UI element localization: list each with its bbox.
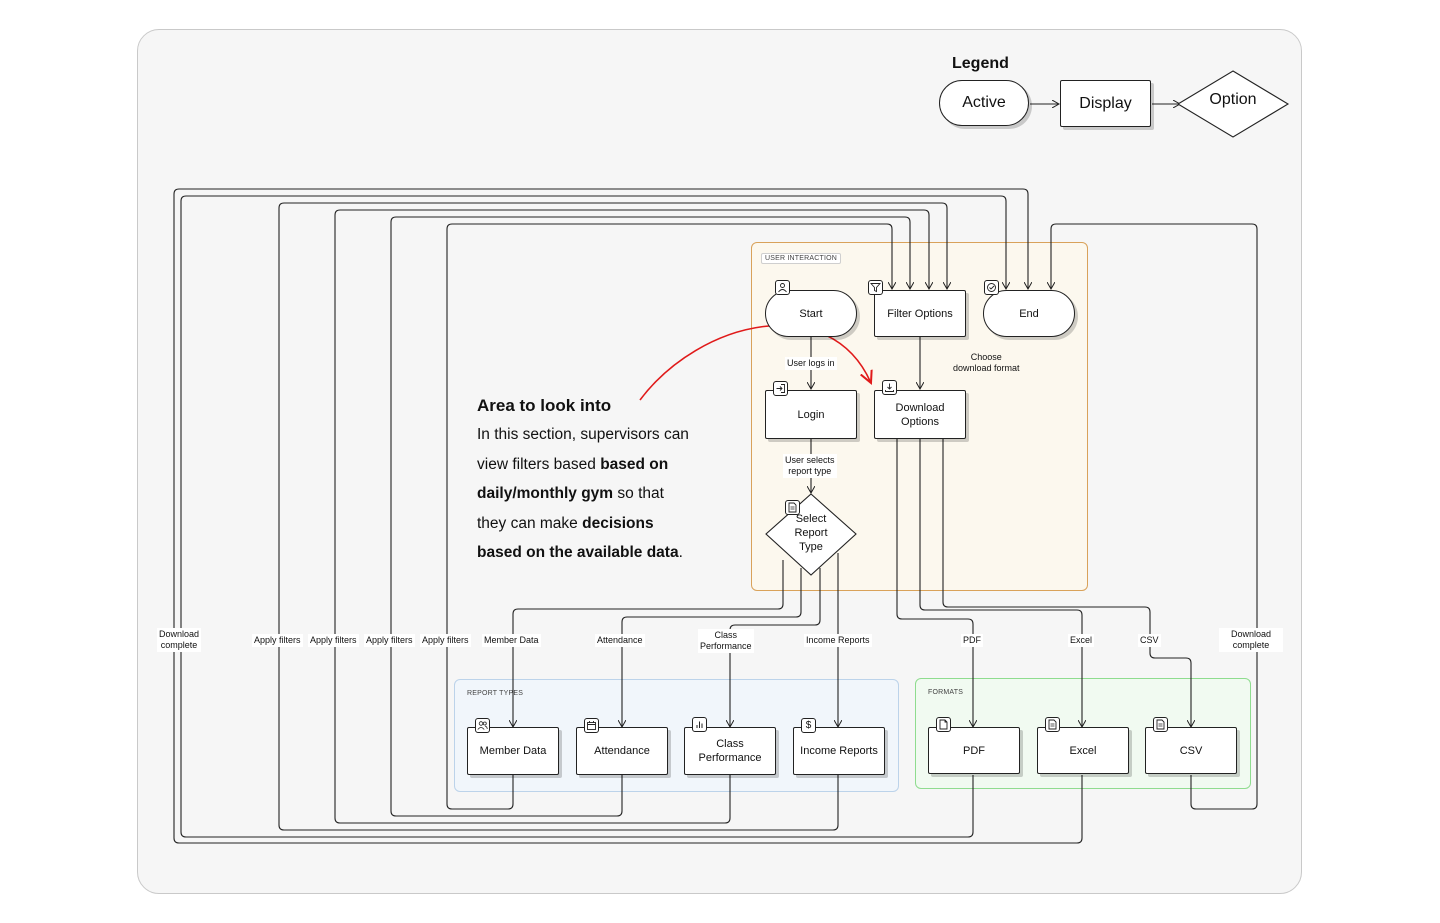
user-icon	[775, 280, 790, 295]
edge-label-download-complete-right: Download complete	[1219, 628, 1284, 652]
legend-active-node: Active	[939, 80, 1029, 126]
edge-label-user-logs-in: User logs in	[785, 357, 837, 370]
edge-class-performance	[730, 568, 821, 727]
document-icon	[1045, 717, 1060, 732]
edge-label-apply-filters-3: Apply filters	[364, 634, 415, 647]
edge-label-attendance: Attendance	[595, 634, 645, 647]
annotation-body: In this section, supervisors can view fi…	[477, 426, 689, 561]
node-login[interactable]: Login	[765, 390, 857, 439]
edge-pdf	[896, 439, 973, 727]
node-attendance[interactable]: Attendance	[576, 727, 668, 775]
legend-option-shape	[1176, 70, 1290, 138]
edge-download-complete-pdf	[180, 195, 1006, 838]
edge-attendance	[622, 568, 802, 727]
annotation-arrow	[639, 324, 871, 401]
legend-title: Legend	[952, 55, 1009, 72]
legend-option-label: Option	[1209, 91, 1257, 108]
node-end[interactable]: End	[983, 290, 1075, 337]
edge-label-user-selects-report-type: User selects report type	[783, 454, 837, 478]
edge-apply-filters-class	[334, 209, 929, 824]
edge-label-download-complete-left: Download complete	[157, 628, 202, 652]
edge-apply-filters-member	[446, 223, 892, 810]
annotation-note: Area to look into In this section, super…	[477, 396, 747, 568]
edge-label-income-reports: Income Reports	[804, 634, 872, 647]
node-member-data[interactable]: Member Data	[467, 727, 559, 775]
edge-download-complete-csv	[1051, 223, 1258, 810]
edge-apply-filters-attendance	[390, 216, 910, 817]
check-circle-icon	[984, 280, 999, 295]
edge-label-class-performance: Class Performance	[698, 629, 754, 653]
filter-icon	[868, 280, 883, 295]
group-title-formats: FORMATS	[928, 689, 964, 696]
group-title-user-interaction: USER INTERACTION	[761, 253, 842, 264]
edge-label-member-data: Member Data	[482, 634, 541, 647]
edge-label-choose-download-format: Choose download format	[953, 352, 1020, 373]
node-start[interactable]: Start	[765, 290, 857, 337]
edge-csv	[942, 439, 1191, 727]
download-icon	[882, 380, 897, 395]
edge-label-apply-filters-2: Apply filters	[308, 634, 359, 647]
users-icon	[475, 718, 490, 733]
node-pdf[interactable]: PDF	[928, 727, 1020, 774]
node-class-performance[interactable]: Class Performance	[684, 727, 776, 775]
edge-excel	[919, 439, 1082, 727]
node-income-reports[interactable]: Income Reports	[793, 727, 885, 775]
edge-label-apply-filters-4: Apply filters	[420, 634, 471, 647]
node-excel[interactable]: Excel	[1037, 727, 1129, 774]
node-select-report-type[interactable]: Select Report Type	[794, 513, 828, 553]
node-csv[interactable]: CSV	[1145, 727, 1237, 774]
document-icon	[1153, 717, 1168, 732]
document-icon	[785, 500, 800, 515]
edge-label-excel: Excel	[1068, 634, 1095, 647]
edge-label-apply-filters-1: Apply filters	[252, 634, 303, 647]
annotation-title: Area to look into	[477, 396, 612, 415]
edge-download-complete-excel	[173, 188, 1083, 844]
edge-apply-filters-income	[278, 202, 947, 831]
node-download-options[interactable]: Download Options	[874, 390, 966, 439]
edge-member-data	[513, 560, 784, 727]
dollar-icon: $	[801, 718, 816, 733]
file-icon	[936, 717, 951, 732]
legend-display-node: Display	[1060, 80, 1151, 127]
calendar-icon	[584, 718, 599, 733]
bar-chart-icon	[692, 717, 707, 732]
edge-label-csv: CSV	[1138, 634, 1161, 647]
node-filter-options[interactable]: Filter Options	[874, 290, 966, 337]
login-icon	[773, 381, 788, 396]
edge-label-pdf: PDF	[961, 634, 983, 647]
group-title-report-types: REPORT TYPES	[467, 690, 524, 697]
